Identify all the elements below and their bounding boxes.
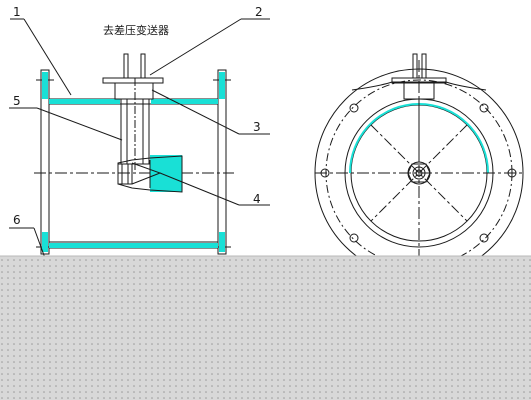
right-flange xyxy=(217,69,227,255)
pipe-wall-top-section xyxy=(49,99,120,104)
end-view xyxy=(314,53,524,282)
impulse-tube-left xyxy=(123,53,129,79)
side-view xyxy=(9,18,270,259)
callout-1: 1 xyxy=(13,5,21,19)
impulse-tube-right xyxy=(140,53,146,79)
callout-5: 5 xyxy=(13,94,21,108)
mounting-boss xyxy=(114,82,154,100)
left-flange xyxy=(40,69,50,255)
bolt-hole xyxy=(320,168,330,178)
bolt-hole xyxy=(507,168,517,178)
bolt-hole xyxy=(479,233,489,243)
callout-6: 6 xyxy=(13,213,21,227)
venturi-element xyxy=(117,155,183,193)
venturi-body-section xyxy=(150,155,182,192)
bolt-hole xyxy=(349,233,359,243)
callout-4: 4 xyxy=(253,192,261,206)
caption-to-dp-transmitter: 去差压变送器 xyxy=(103,23,169,37)
ground-area xyxy=(0,256,531,400)
callout-3: 3 xyxy=(253,120,261,134)
callout-2: 2 xyxy=(255,5,263,19)
mounting-plate xyxy=(102,77,164,84)
bolt-hole xyxy=(479,103,489,113)
bolt-hole xyxy=(349,103,359,113)
pipe-wall-bottom-section xyxy=(49,243,218,248)
pipe-wall-top-section-right xyxy=(151,99,218,104)
